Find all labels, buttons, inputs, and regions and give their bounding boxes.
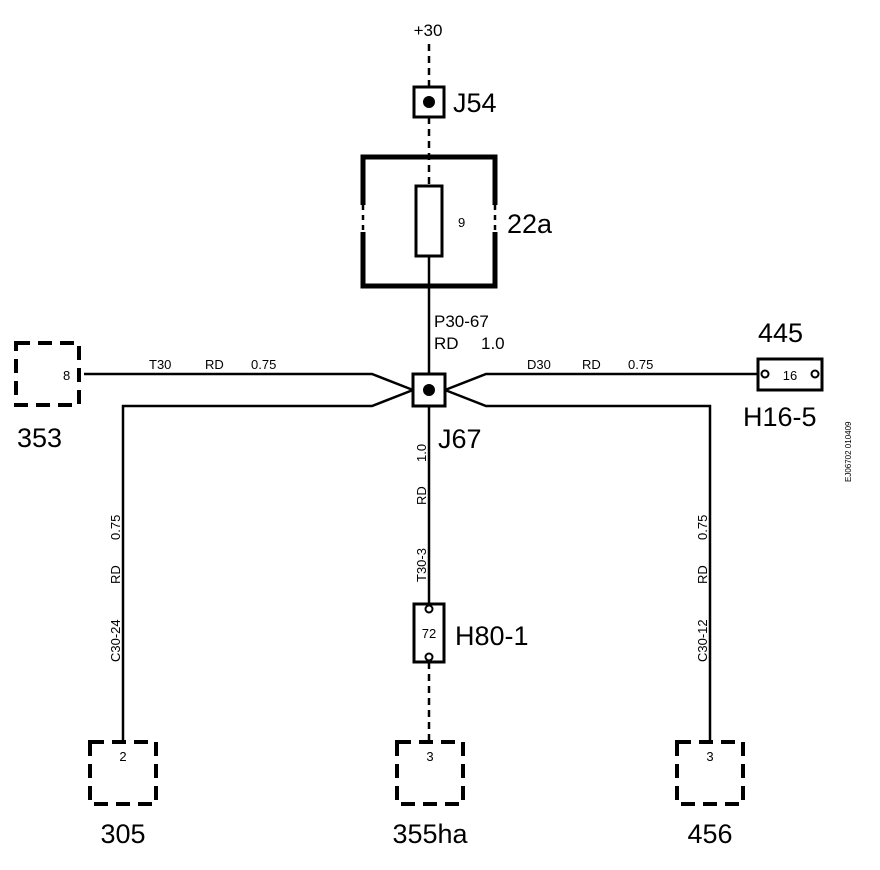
fuse-number: 9 xyxy=(458,215,465,230)
connector-h16-5-pin: 16 xyxy=(783,368,797,383)
connector-445-label: 445 xyxy=(758,318,803,348)
connector-305-pin: 2 xyxy=(119,749,126,764)
connector-353-label: 353 xyxy=(17,423,62,453)
connector-h80-1-label: H80-1 xyxy=(455,621,529,651)
connector-456-label: 456 xyxy=(687,819,732,849)
wire-t30-color: RD xyxy=(205,357,224,372)
wire-c30-24-id: C30-24 xyxy=(108,619,123,662)
j67-node xyxy=(423,384,435,396)
wire-c30-12-color: RD xyxy=(695,565,710,584)
connector-h80-1-pin-top xyxy=(424,604,434,614)
j54-label: J54 xyxy=(453,88,497,118)
connector-355ha xyxy=(395,740,465,806)
wire-c30-12-size: 0.75 xyxy=(695,515,710,540)
supply-label: +30 xyxy=(414,21,443,40)
j54-node xyxy=(423,96,435,108)
wire-t30-id: T30 xyxy=(149,357,171,372)
connector-h16-5-pin-left xyxy=(760,369,770,379)
wire-to-445 xyxy=(444,372,760,392)
fuse-component-label: 22a xyxy=(507,209,553,239)
connector-h16-5-label: H16-5 xyxy=(743,402,817,432)
connector-353-pin: 8 xyxy=(63,368,70,383)
wire-d30-color: RD xyxy=(582,357,601,372)
wire-to-456 xyxy=(444,388,712,742)
connector-456 xyxy=(675,740,745,806)
connector-355ha-pin: 3 xyxy=(426,749,433,764)
connector-305 xyxy=(88,740,158,806)
wire-c30-24-color: RD xyxy=(108,565,123,584)
wire-p30-67-size: 1.0 xyxy=(481,334,505,353)
wire-d30-id: D30 xyxy=(527,357,551,372)
wire-to-305 xyxy=(121,388,414,742)
wire-p30-67-color: RD xyxy=(434,334,459,353)
wire-to-353 xyxy=(84,372,414,392)
j67-label: J67 xyxy=(438,424,482,454)
wire-t30-size: 0.75 xyxy=(251,357,276,372)
wire-c30-24-size: 0.75 xyxy=(108,515,123,540)
wire-p30-67-id: P30-67 xyxy=(434,312,489,331)
connector-h80-1-pin-bottom xyxy=(424,652,434,662)
connector-305-label: 305 xyxy=(100,819,145,849)
connector-353 xyxy=(14,341,81,407)
wire-d30-size: 0.75 xyxy=(628,357,653,372)
wire-c30-12-id: C30-12 xyxy=(695,619,710,662)
wire-t30-3-id: T30-3 xyxy=(414,548,429,582)
connector-h16-5-pin-right xyxy=(810,369,820,379)
wire-t30-3-size: 1.0 xyxy=(414,444,429,462)
wire-t30-3-color: RD xyxy=(414,486,429,505)
connector-h80-1-pin: 72 xyxy=(422,626,436,641)
fuse-element xyxy=(414,184,444,258)
drawing-reference: EJ06702 010409 xyxy=(844,421,853,482)
connector-355ha-label: 355ha xyxy=(392,819,468,849)
connector-456-pin: 3 xyxy=(706,749,713,764)
